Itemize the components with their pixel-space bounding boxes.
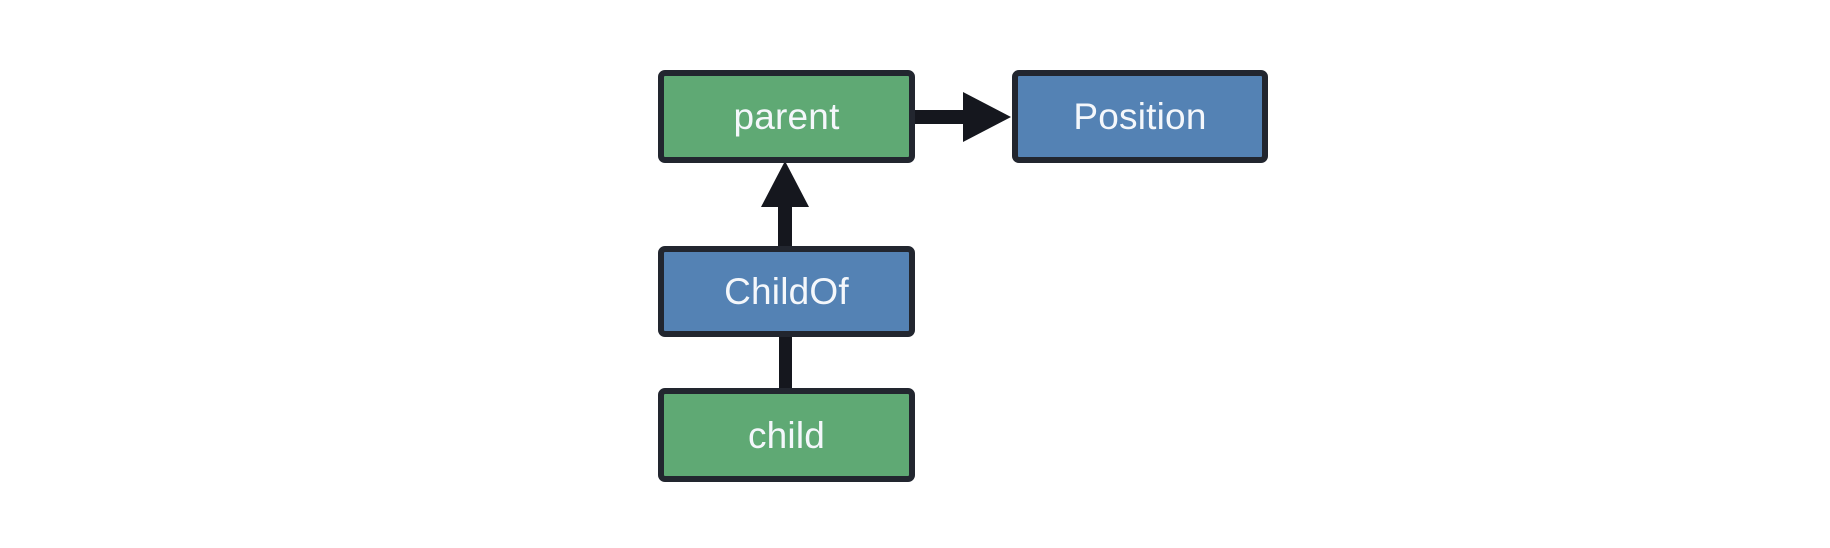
node-childof[interactable]: ChildOf [658,246,915,337]
node-parent[interactable]: parent [658,70,915,163]
node-child[interactable]: child [658,388,915,482]
node-child-label: child [747,414,826,456]
node-position-label: Position [1073,96,1207,137]
edge-child-to-childof-hitbox[interactable] [776,332,806,392]
node-parent-label: parent [733,96,840,137]
edge-childof-to-parent-hitbox[interactable] [762,157,808,251]
node-position[interactable]: Position [1012,70,1268,163]
edge-parent-to-position-hitbox[interactable] [908,96,1018,138]
node-childof-label: ChildOf [724,271,849,312]
